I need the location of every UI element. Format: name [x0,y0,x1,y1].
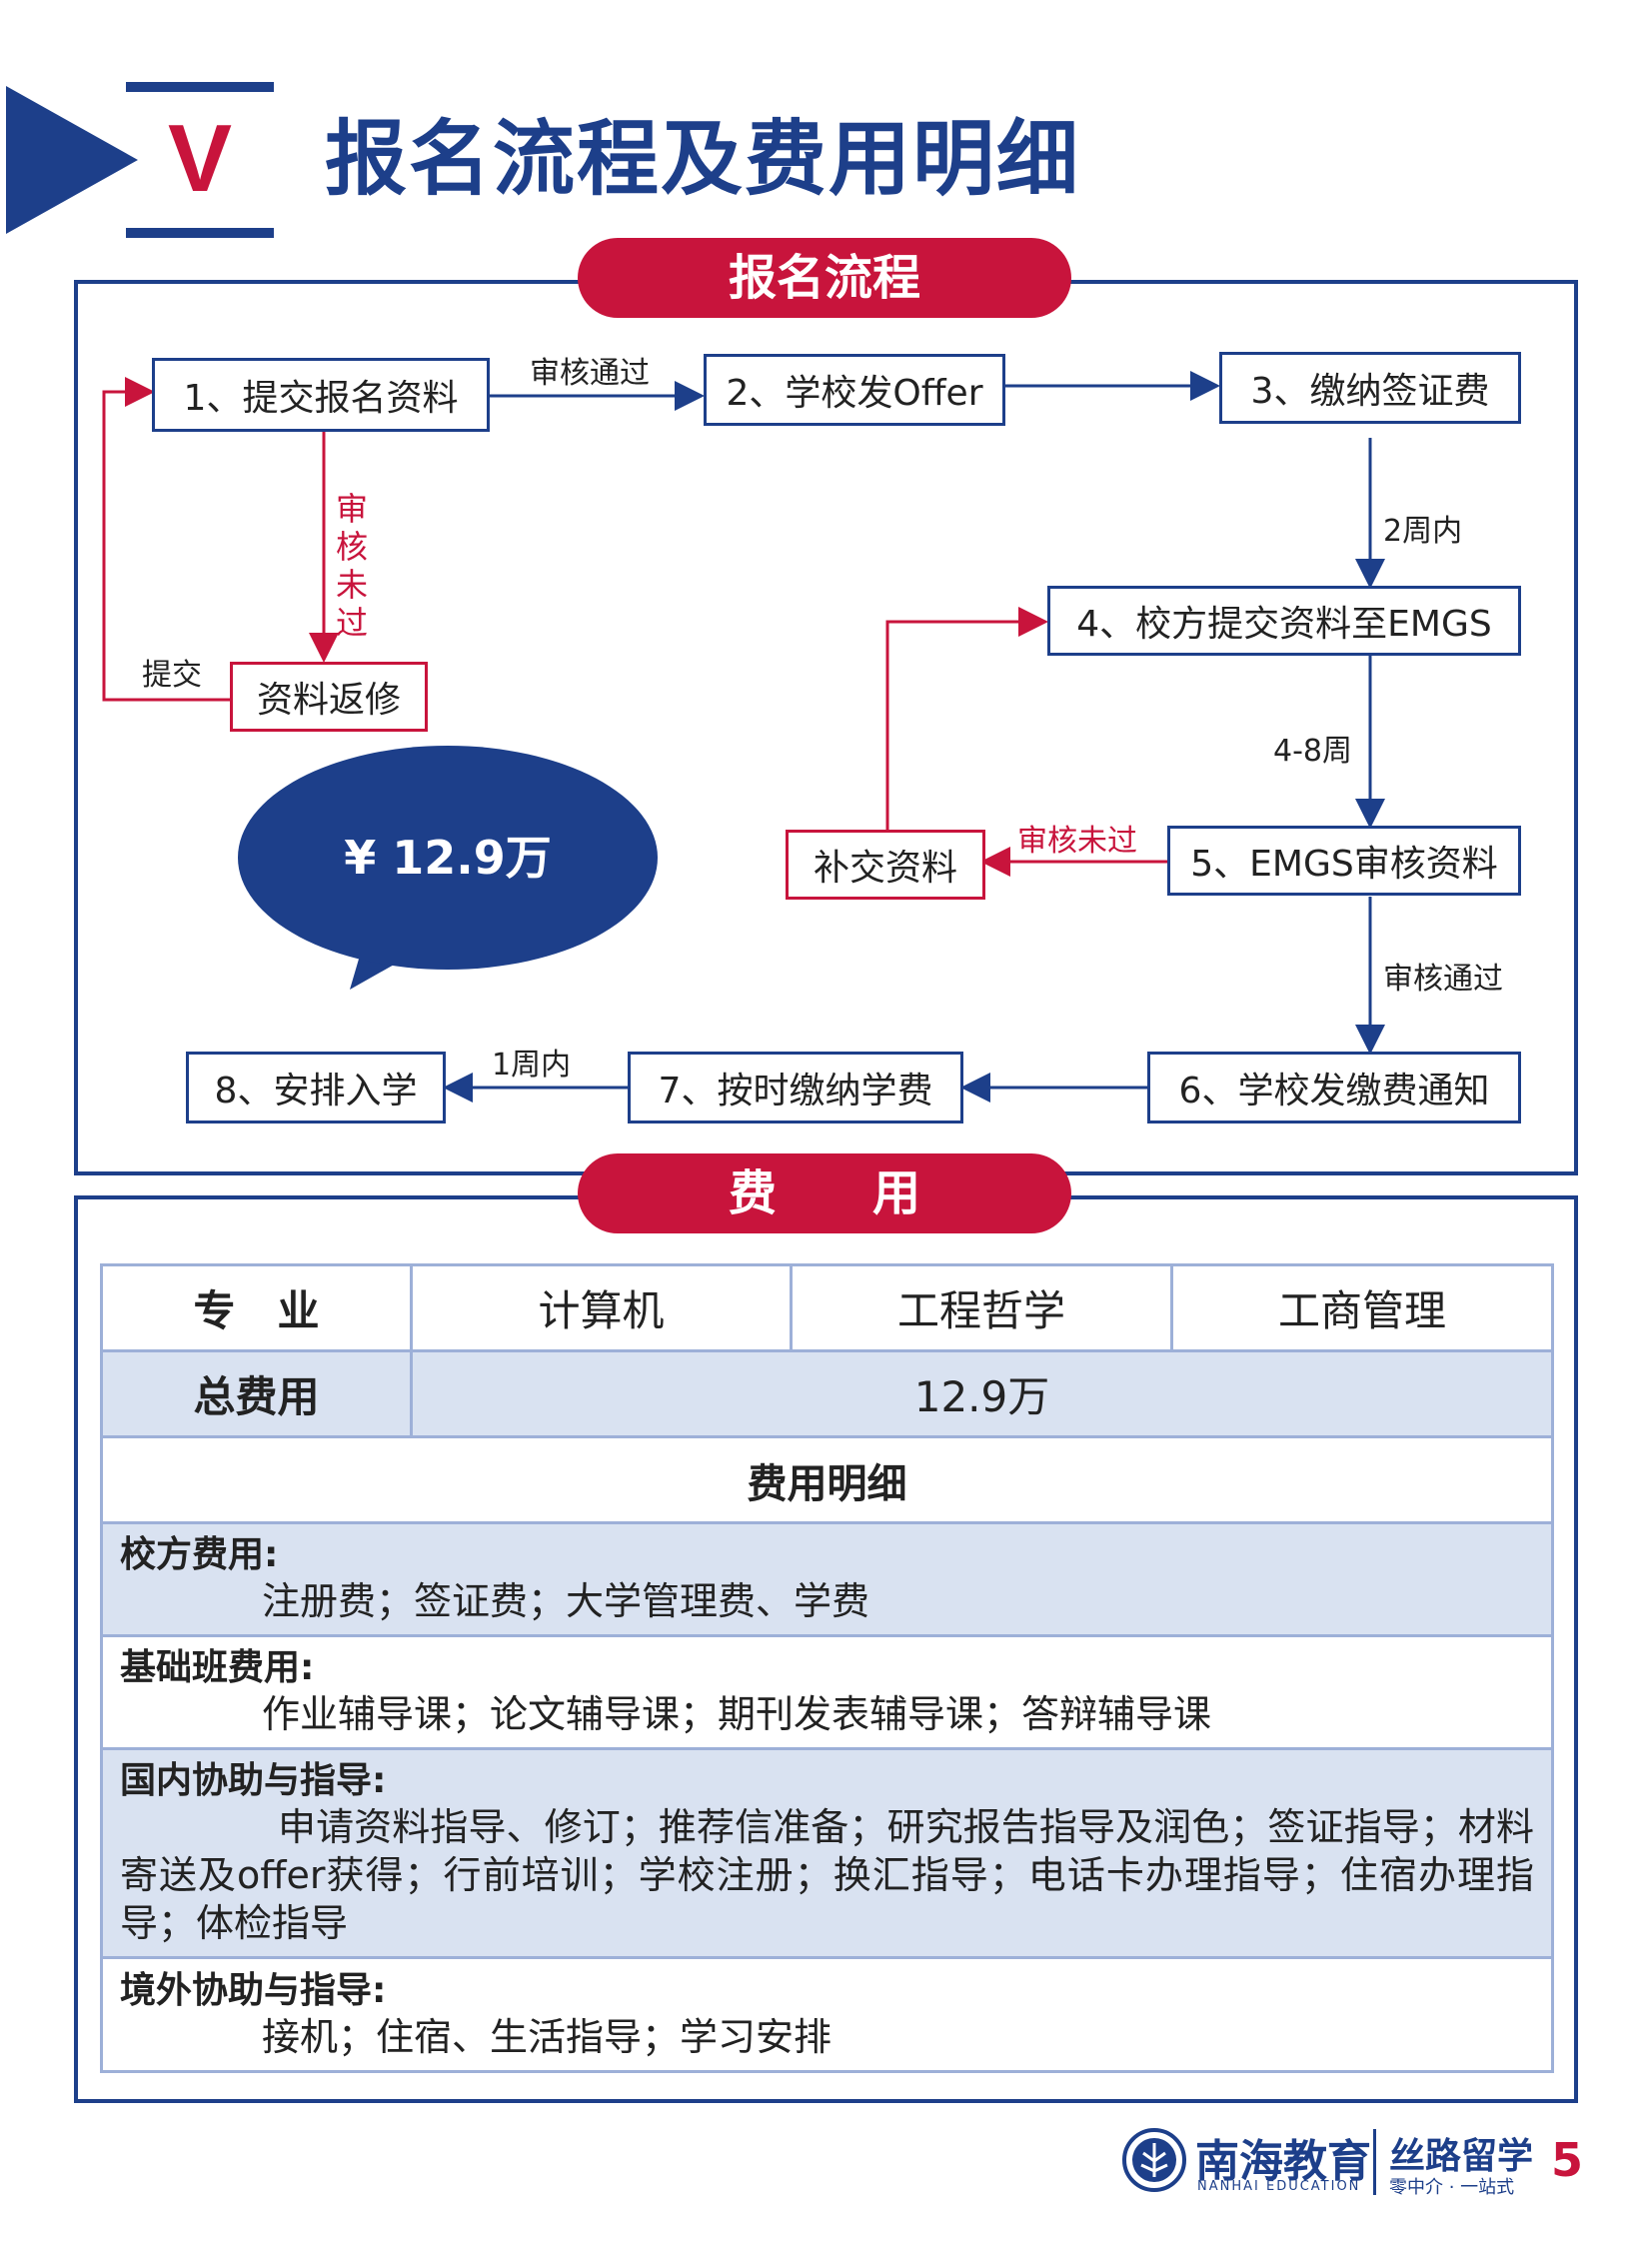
revise-box: 资料返修 [230,662,428,732]
detail-title: 费用明细 [100,1435,1554,1524]
tagline: 零中介 · 一站式 [1389,2177,1515,2198]
section-title: 国内协助与指导: [120,1760,387,1801]
brand-cn: 南海教育 [1195,2136,1371,2187]
step-6-box: 6、学校发缴费通知 [1147,1052,1521,1123]
header-bar-top [126,82,274,92]
step-2-box: 2、学校发Offer [704,354,1005,426]
price-bubble [238,746,658,970]
arrow-revise-1 [102,377,230,702]
fees-table: 专 业 计算机 工程哲学 工商管理 总费用 12.9万 费用明细 校方费用: 注… [100,1263,1554,2073]
step-1-box: 1、提交报名资料 [152,358,490,432]
section-body: 接机；住宿、生活指导；学习安排 [262,2014,832,2059]
header-major: 专 业 [100,1263,413,1352]
step-3-box: 3、缴纳签证费 [1219,352,1521,424]
process-pill: 报名流程 [578,238,1071,318]
section-body: 申请资料指导、修订；推荐信准备；研究报告指导及润色；签证指导；材料寄送及offe… [120,1805,1534,1945]
total-label: 总费用 [100,1349,413,1438]
header-eng-philosophy: 工程哲学 [790,1263,1173,1352]
section-foundation-fees: 基础班费用: 作业辅导课；论文辅导课；期刊发表辅导课；答辩辅导课 [100,1634,1554,1750]
header-computer: 计算机 [410,1263,793,1352]
label-within-1-week: 1周内 [492,1048,572,1083]
total-value: 12.9万 [410,1349,1554,1438]
label-resubmit: 提交 [142,658,202,693]
label-4-8-weeks: 4-8周 [1273,734,1352,769]
price-bubble-text: ¥ 12.9万 [344,831,552,885]
brand-en: NANHAI EDUCATION [1197,2179,1361,2194]
label-approved-1: 审核通过 [530,356,650,391]
page-number: 5 [1551,2133,1584,2187]
section-school-fees: 校方费用: 注册费；签证费；大学管理费、学费 [100,1521,1554,1637]
step-5-box: 5、EMGS审核资料 [1167,826,1521,896]
brand2: 丝路留学 [1389,2136,1534,2177]
section-title: 校方费用: [120,1534,279,1575]
header-bar-bottom [126,228,274,238]
label-rejected-2: 审核未过 [1017,824,1137,859]
step-7-box: 7、按时缴纳学费 [628,1052,963,1123]
section-number: V [167,105,233,212]
nanhai-logo-icon [1122,2128,1186,2192]
fees-pill: 费 用 [578,1153,1071,1233]
arrow-supplement-4 [885,607,1048,830]
section-title: 境外协助与指导: [120,1969,387,2011]
step-4-box: 4、校方提交资料至EMGS [1047,586,1521,656]
flow-connectors [102,371,1385,1103]
section-domestic-assistance: 国内协助与指导: 申请资料指导、修订；推荐信准备；研究报告指导及润色；签证指导；… [100,1747,1554,1959]
footer-divider [1373,2129,1376,2195]
label-approved-2: 审核通过 [1383,962,1503,997]
section-overseas-assistance: 境外协助与指导: 接机；住宿、生活指导；学习安排 [100,1956,1554,2073]
section-body: 作业辅导课；论文辅导课；期刊发表辅导课；答辩辅导课 [262,1692,1212,1736]
page-title: 报名流程及费用明细 [325,112,1081,207]
step-8-box: 8、安排入学 [186,1052,446,1123]
supplement-box: 补交资料 [786,830,985,900]
section-body: 注册费；签证费；大学管理费、学费 [262,1579,870,1623]
label-rejected-1: 审核未过 [335,490,368,642]
label-within-2-weeks: 2周内 [1383,514,1463,549]
header-triangle [6,86,138,234]
section-title: 基础班费用: [120,1647,315,1688]
header-business-mgmt: 工商管理 [1170,1263,1554,1352]
